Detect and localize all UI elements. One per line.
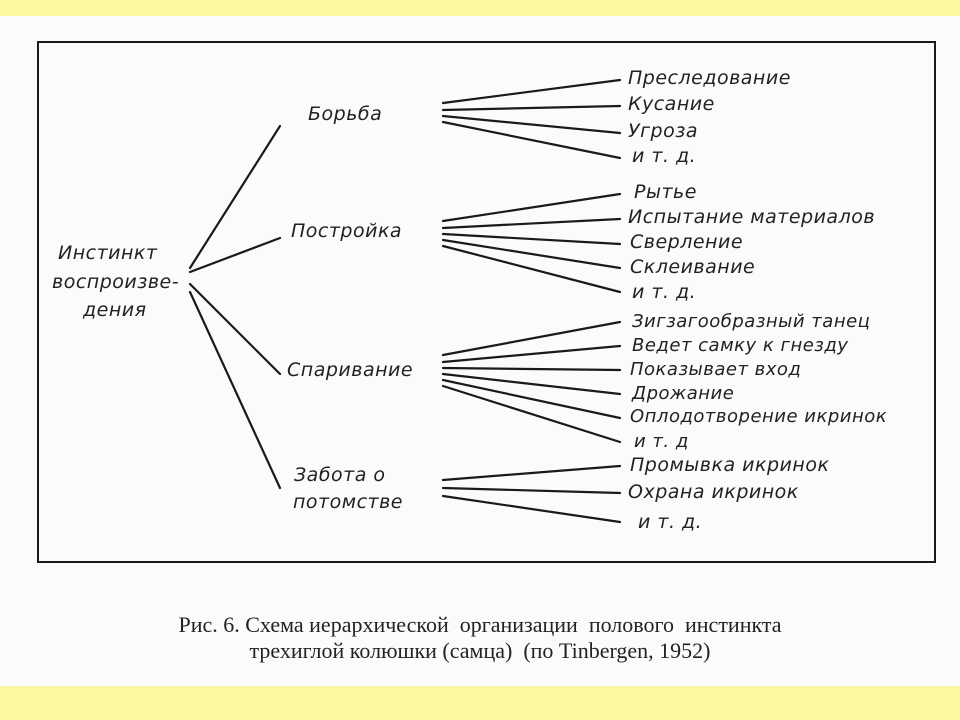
leaf-connector [441, 244, 622, 294]
leaf-connector [441, 486, 622, 495]
caption-line-2: трехиглой колюшки (самца) (по Tinbergen,… [249, 638, 711, 663]
leaf-connector [441, 384, 622, 444]
leaf-connector [441, 366, 622, 372]
leaf-connector [441, 238, 622, 270]
leaf-label: Сверление [630, 231, 743, 253]
leaf-label: и т. д. [632, 281, 696, 303]
branch-label-sparivanie: Спаривание [287, 359, 413, 381]
connector-root-zabota [188, 290, 282, 490]
bottom-highlight-band [0, 686, 960, 720]
branch-label-borba: Борьба [308, 103, 382, 125]
leaf-label: и т. д [634, 431, 689, 452]
figure-caption: Рис. 6. Схема иерархической организации … [0, 612, 960, 664]
leaf-connector [441, 344, 622, 364]
root-label-line-2: воспроизве- [52, 271, 179, 293]
branch-label-zabota-line-2: потомстве [293, 491, 403, 513]
leaf-connector [441, 78, 622, 105]
leaf-connector [441, 494, 622, 524]
leaf-connector [441, 217, 622, 230]
diagram-frame [37, 41, 936, 563]
leaf-connector [441, 320, 622, 357]
leaf-connector [441, 232, 622, 246]
leaf-connector [441, 192, 622, 223]
connector-root-borba [188, 124, 282, 270]
leaf-connector [441, 372, 622, 396]
leaf-label: Преследование [628, 67, 791, 89]
leaf-label: Кусание [628, 93, 715, 115]
leaf-connector [441, 104, 622, 112]
leaf-connector [441, 114, 622, 135]
leaf-connector [441, 378, 622, 420]
branch-label-postroika: Постройка [291, 220, 402, 242]
leaf-label: Рытье [634, 181, 697, 203]
leaf-label: Ведет самку к гнезду [632, 335, 848, 356]
leaf-label: Угроза [628, 120, 698, 142]
leaf-connector [441, 464, 622, 482]
leaf-connector [441, 120, 622, 160]
connector-root-sparivanie [188, 282, 282, 376]
leaf-label: Показывает вход [630, 359, 801, 380]
leaf-label: Охрана икринок [628, 481, 799, 503]
root-label-line-3: дения [82, 299, 147, 321]
branch-label-zabota-line-1: Забота о [294, 464, 386, 486]
top-highlight-band [0, 0, 960, 16]
caption-line-1: Рис. 6. Схема иерархической организации … [178, 612, 782, 637]
leaf-label: и т. д. [632, 145, 696, 167]
connector-root-postroika [188, 236, 282, 274]
root-label-line-1: Инстинкт [58, 242, 158, 264]
leaf-label: Склеивание [630, 256, 755, 278]
leaf-label: Оплодотворение икринок [630, 406, 887, 427]
leaf-label: Дрожание [631, 383, 734, 404]
leaf-label: и т. д. [638, 511, 702, 533]
leaf-label: Зигзагообразный танец [632, 311, 870, 332]
leaf-label: Промывка икринок [630, 454, 829, 476]
leaf-label: Испытание материалов [628, 206, 875, 228]
